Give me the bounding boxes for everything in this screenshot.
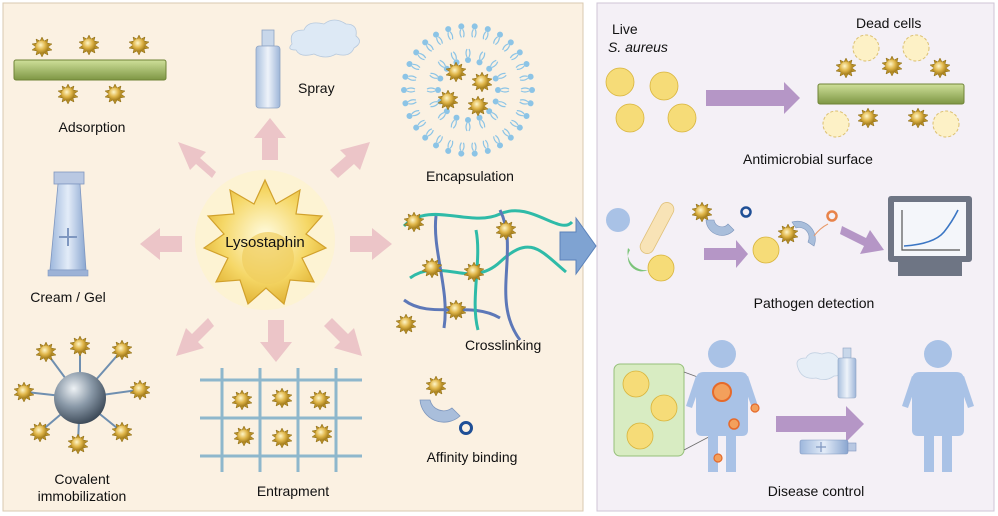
arrow-down-left — [176, 318, 214, 356]
covalent-label-line2: immobilization — [38, 488, 127, 504]
live-cell — [667, 103, 697, 133]
dead-cell — [932, 110, 960, 138]
adsorption-illustration: Adsorption — [13, 34, 167, 135]
dead-cell — [902, 34, 930, 62]
bacteria-cell — [650, 394, 678, 422]
adsorption-label: Adsorption — [59, 119, 126, 135]
arrow-down — [260, 320, 292, 362]
infection-site — [713, 453, 723, 463]
dead-cell — [852, 34, 880, 62]
arrow-up-left — [178, 142, 216, 178]
covalent-label-line1: Covalent — [54, 471, 109, 487]
other-microbe — [627, 248, 648, 272]
spray-label: Spray — [298, 80, 335, 96]
infection-site — [750, 403, 760, 413]
pathogen-detection-label: Pathogen detection — [754, 295, 875, 311]
bacteria-cell — [622, 370, 650, 398]
bacteria-cell — [626, 422, 654, 450]
other-microbe — [639, 202, 675, 254]
dead-cells-label: Dead cells — [856, 15, 921, 31]
affinity-binding-illustration: Affinity binding — [419, 375, 518, 465]
arrow-to-surface — [706, 82, 800, 114]
infection-site — [712, 382, 732, 402]
arrow-left — [140, 228, 182, 260]
antimicrobial-surface-label: Antimicrobial surface — [743, 151, 873, 167]
center-label: Lysostaphin — [225, 234, 305, 251]
monitor-screen — [894, 202, 966, 256]
encapsulation-label: Encapsulation — [426, 168, 514, 184]
entrapment-label: Entrapment — [257, 483, 329, 499]
signal-curve — [903, 209, 959, 247]
arrow-down-right — [324, 318, 362, 356]
spray-bottle-icon — [837, 357, 857, 399]
arrow-up-right — [330, 142, 370, 178]
spray-bottle-icon: Spray — [255, 19, 360, 109]
antimicrobial-surface-bar — [817, 83, 965, 105]
affinity-binding-label: Affinity binding — [427, 449, 518, 465]
live-label: Live — [612, 21, 638, 37]
lysostaphin-enzyme: Lysostaphin — [195, 170, 335, 310]
infection-site — [728, 418, 740, 430]
healthy-person — [902, 340, 974, 472]
crosslinking-illustration: Crosslinking — [395, 209, 574, 353]
arrow-up — [254, 118, 286, 160]
disease-control-label: Disease control — [768, 483, 865, 499]
captured-cell — [752, 236, 780, 264]
species-label: S. aureus — [608, 39, 668, 55]
encapsulation-illustration: Encapsulation — [400, 22, 536, 184]
entrapment-illustration: Entrapment — [200, 368, 362, 499]
transition-arrow — [559, 216, 597, 276]
disease-control-section: Disease control — [613, 340, 974, 499]
antimicrobial-surface-section: Live S. aureus Dead cells Antimicrobial … — [605, 15, 965, 167]
monitor-base — [898, 262, 962, 276]
covalent-immobilization-illustration: Covalent immobilization — [13, 335, 151, 504]
dead-cell — [822, 110, 850, 138]
method-arrows — [140, 118, 392, 362]
live-cell — [615, 103, 645, 133]
arrow-to-healthy — [776, 406, 864, 442]
arrow-to-binding — [704, 240, 748, 268]
cream-tube-icon: Cream / Gel — [30, 171, 106, 305]
cream-gel-label: Cream / Gel — [30, 289, 105, 305]
crosslinking-label: Crosslinking — [465, 337, 541, 353]
target-cell — [647, 254, 675, 282]
arrow-right — [350, 228, 392, 260]
live-cell — [649, 71, 679, 101]
live-cell — [605, 67, 635, 97]
arrow-to-detector — [840, 226, 884, 254]
other-microbe — [606, 208, 630, 232]
pathogen-detection-section: Pathogen detection — [606, 196, 972, 311]
